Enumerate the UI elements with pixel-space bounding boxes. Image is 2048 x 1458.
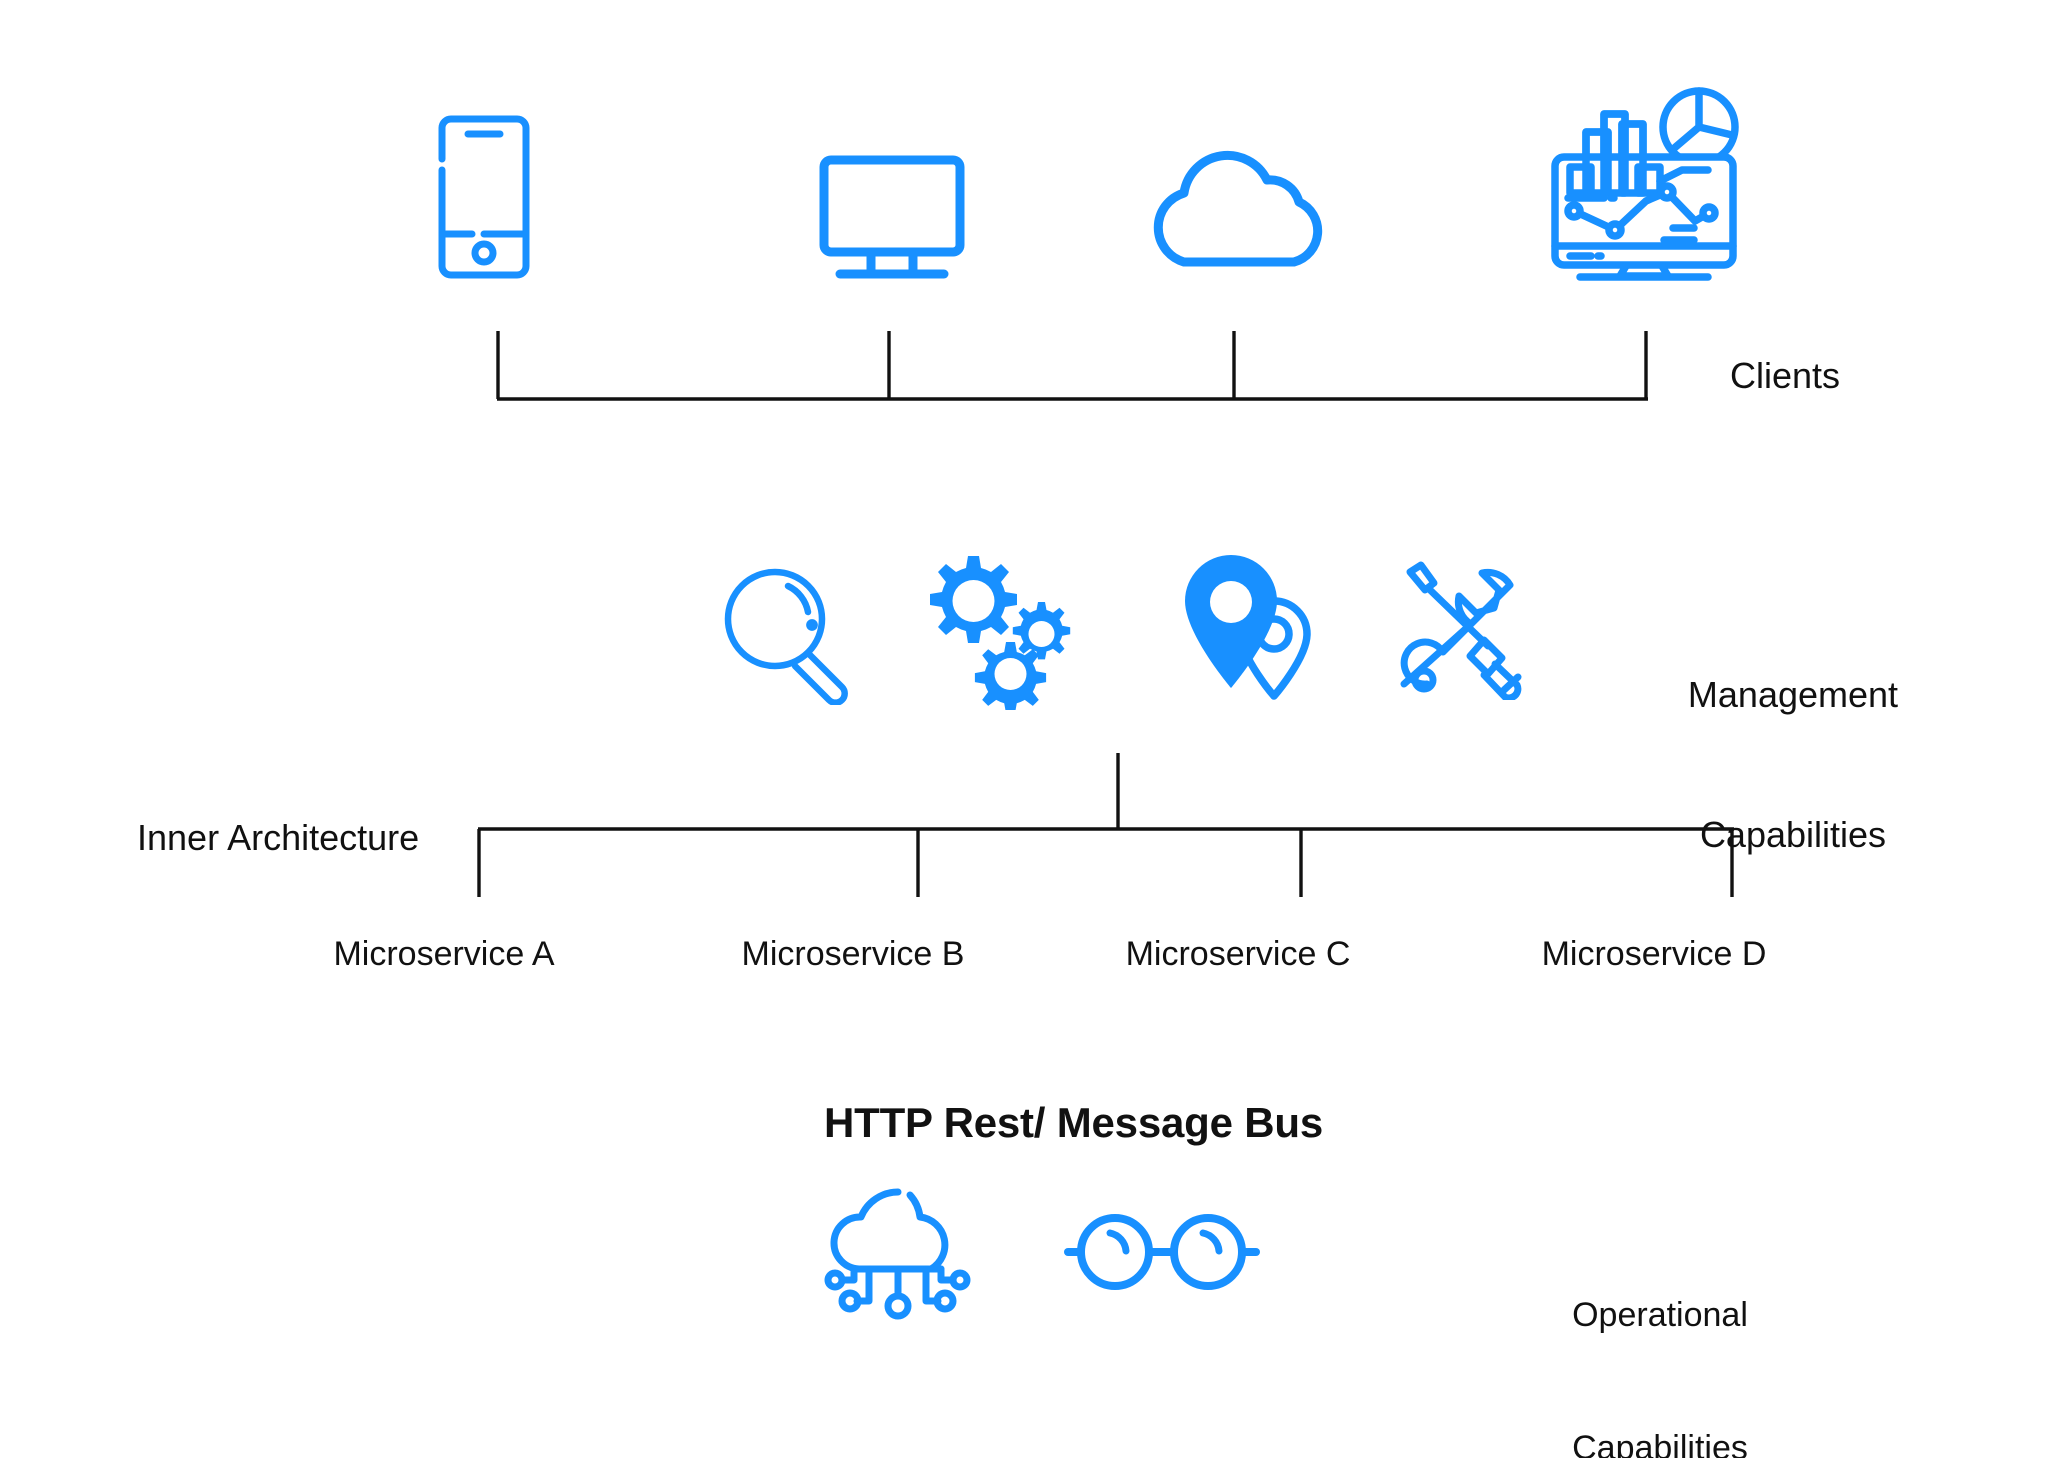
operational-label-line2: Capabilities	[1572, 1428, 1748, 1458]
microservice-c-label: Microservice C	[1125, 935, 1351, 973]
microservice-b-label: Microservice B	[741, 935, 965, 973]
management-label-line2: Capabilities	[1699, 813, 1887, 855]
smartphone-icon	[438, 115, 530, 279]
message-bus-title: HTTP Rest/ Message Bus	[824, 1099, 1323, 1146]
inner-architecture-label: Inner Architecture	[137, 817, 420, 858]
cloud-icon	[1153, 150, 1323, 267]
map-pins-icon	[1185, 555, 1311, 700]
gears-icon	[930, 556, 1071, 710]
microservice-d-label: Microservice D	[1541, 935, 1767, 973]
management-capabilities-label: Management Capabilities	[1663, 578, 1923, 952]
operational-label-line1: Operational	[1572, 1296, 1748, 1335]
operational-capabilities-label: Operational Capabilities	[1544, 1205, 1776, 1458]
cloud-network-icon	[824, 1188, 971, 1320]
microservice-a-label: Microservice A	[333, 935, 555, 973]
management-label-line1: Management	[1687, 673, 1899, 715]
clients-label: Clients	[1730, 355, 1841, 396]
magnifier-icon	[724, 568, 848, 705]
tools-icon	[1400, 561, 1522, 700]
desktop-monitor-icon	[819, 155, 965, 279]
glasses-icon	[1064, 1214, 1260, 1290]
analytics-dashboard-icon	[1551, 87, 1739, 281]
